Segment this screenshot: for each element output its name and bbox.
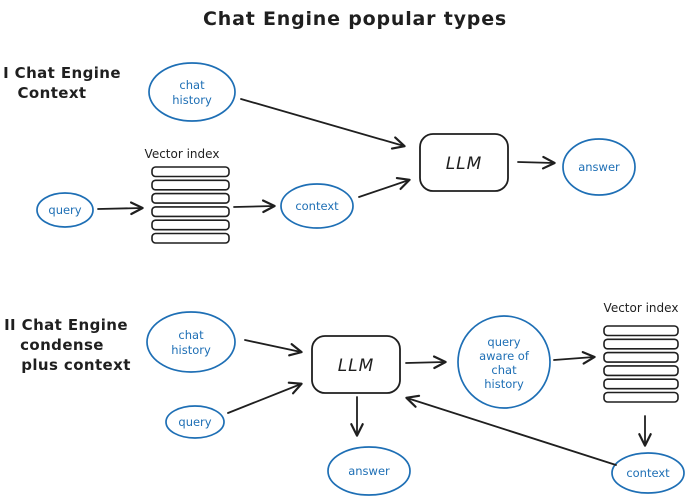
section-2-heading-line-1: II Chat Engine xyxy=(4,316,128,334)
vector-index-row xyxy=(151,206,230,218)
arrow-query-to-llm xyxy=(227,381,303,414)
vector-index-row xyxy=(151,166,230,178)
arrow-vector-index-to-context xyxy=(233,199,276,214)
query-aware-node xyxy=(457,315,551,409)
vector-index-stack xyxy=(603,325,679,403)
vector-index-label: Vector index xyxy=(604,301,679,315)
answer-node xyxy=(327,446,411,496)
section-2: II Chat Engine condense plus context cha… xyxy=(4,301,685,496)
query-aware-label-line-4: history xyxy=(484,377,524,391)
llm-node xyxy=(311,335,401,394)
query-label: query xyxy=(48,203,81,217)
vector-index-row xyxy=(151,232,230,244)
context-node xyxy=(280,183,354,229)
chat-history-node xyxy=(148,62,236,122)
section-1-heading-line-1: I Chat Engine xyxy=(3,64,121,82)
arrow-llm-to-query-aware xyxy=(405,355,447,370)
arrow-query-to-vector-index xyxy=(97,201,144,216)
arrow-context-to-llm xyxy=(358,176,411,198)
chat-history-label-line-2: history xyxy=(171,343,211,357)
section-1-heading-line-2: Context xyxy=(18,84,87,102)
vector-index-row xyxy=(151,179,230,191)
query-node xyxy=(36,192,94,228)
vector-index-stack xyxy=(151,166,230,244)
arrow-chat-history-to-llm xyxy=(244,339,303,357)
vector-index-row xyxy=(603,325,679,337)
arrow-query-aware-to-vector-index xyxy=(553,351,596,365)
answer-label: answer xyxy=(578,160,620,174)
llm-label: LLM xyxy=(338,356,375,376)
chat-history-label-line-2: history xyxy=(172,93,212,107)
context-label: context xyxy=(295,199,339,213)
query-node xyxy=(165,405,225,439)
llm-node xyxy=(419,133,509,192)
query-label: query xyxy=(178,415,211,429)
vector-index-row xyxy=(603,378,679,390)
chat-history-label-line-1: chat xyxy=(179,78,205,92)
vector-index-row xyxy=(151,219,230,231)
page-title: Chat Engine popular types xyxy=(203,8,507,30)
vector-index-label: Vector index xyxy=(145,147,220,161)
section-1: I Chat Engine Context chat history Vecto… xyxy=(3,62,636,244)
vector-index-row xyxy=(151,192,230,204)
llm-label: LLM xyxy=(446,154,483,174)
answer-node xyxy=(562,138,636,196)
section-2-heading-line-2: condense xyxy=(20,336,104,354)
context-label: context xyxy=(626,466,670,480)
vector-index-row xyxy=(603,338,679,350)
vector-index-row xyxy=(603,365,679,377)
context-node xyxy=(611,452,685,494)
section-2-heading-line-3: plus context xyxy=(21,356,131,374)
arrow-context-to-llm xyxy=(405,394,617,466)
vector-index-row xyxy=(603,391,679,403)
query-aware-label-line-3: chat xyxy=(491,363,517,377)
answer-label: answer xyxy=(348,464,390,478)
query-aware-label-line-1: query xyxy=(487,335,520,349)
chat-history-node xyxy=(146,311,236,373)
arrow-chat-history-to-llm xyxy=(240,98,406,150)
arrow-llm-to-answer xyxy=(517,155,556,170)
query-aware-label-line-2: aware of xyxy=(479,349,530,363)
chat-history-label-line-1: chat xyxy=(178,328,204,342)
vector-index-row xyxy=(603,351,679,363)
